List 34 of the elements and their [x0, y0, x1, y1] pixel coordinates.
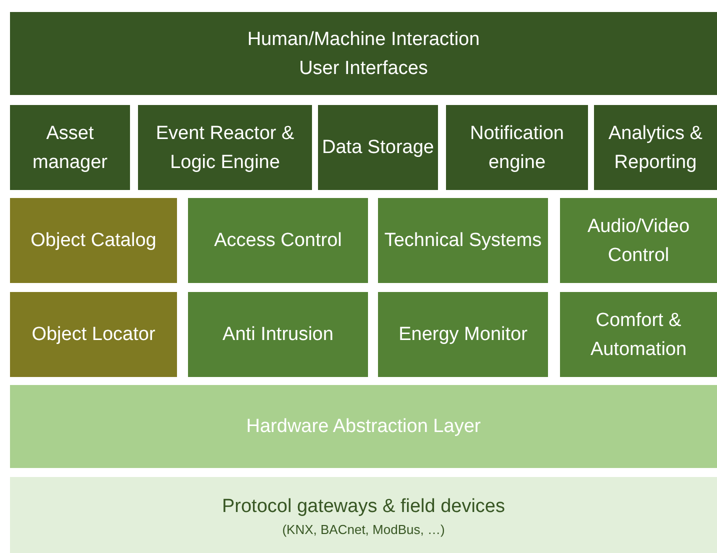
module-box [318, 105, 438, 190]
box-subtitle: User Interfaces [299, 56, 428, 80]
box-title: Access Control [214, 229, 342, 253]
module-box [10, 198, 177, 283]
module-box [446, 105, 588, 190]
box-title: Event Reactor & Logic Engine [154, 122, 296, 174]
box-title: Technical Systems [384, 229, 542, 253]
layer-box [10, 477, 717, 553]
box-title: Notification engine [469, 122, 565, 174]
box-title: Object Locator [32, 323, 156, 347]
box-subtitle: (KNX, BACnet, ModBus, …) [282, 520, 445, 538]
box-title: Asset manager [32, 122, 108, 174]
module-box [378, 292, 548, 377]
module-box [188, 292, 368, 377]
module-box [10, 105, 130, 190]
module-box [378, 198, 548, 283]
module-box [560, 292, 717, 377]
box-title: Comfort & Automation [589, 308, 688, 362]
layer-box [10, 12, 717, 95]
box-title: Audio/Video Control [586, 214, 691, 268]
box-title: Object Catalog [30, 229, 156, 253]
box-title: Analytics & Reporting [608, 122, 704, 174]
module-box [10, 292, 177, 377]
module-box [138, 105, 312, 190]
box-title: Data Storage [322, 136, 434, 160]
box-title: Anti Intrusion [222, 323, 334, 347]
module-box [560, 198, 717, 283]
module-box [594, 105, 717, 190]
box-title: Human/Machine Interaction [247, 28, 480, 52]
module-box [188, 198, 368, 283]
box-title: Energy Monitor [398, 323, 528, 347]
layer-box [10, 385, 717, 468]
box-title: Hardware Abstraction Layer [246, 415, 481, 439]
box-title: Protocol gateways & field devices [222, 494, 506, 518]
